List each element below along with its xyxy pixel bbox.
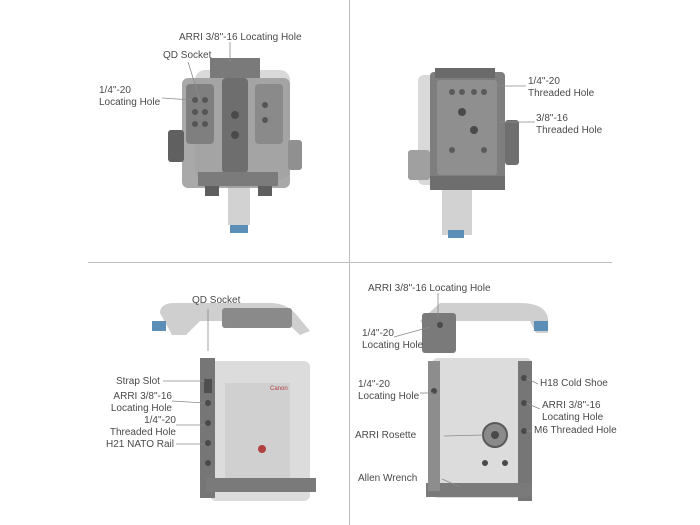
callout-m6-threaded-hole: M6 Threaded Hole [534, 425, 617, 436]
callout-threaded-hole-three-eighths: 3/8"-16 Threaded Hole [536, 113, 603, 136]
callout-locating-hole-a: 1/4"-20 Locating Hole [362, 328, 424, 351]
callout-strap-slot: Strap Slot [116, 376, 160, 387]
right-view-illustration [393, 293, 548, 501]
callout-qd-socket: QD Socket [192, 295, 241, 306]
callout-locating-hole-b: 1/4"-20 Locating Hole [358, 379, 420, 402]
top-view-illustration [161, 42, 302, 233]
callout-qd-socket: QD Socket [163, 50, 212, 61]
callout-allen-wrench: Allen Wrench [358, 473, 418, 484]
left-view-panel: QD Socket Strap Slot ARRI 3/8"-16 Locati… [0, 263, 349, 525]
callout-arri-locating-hole-side: ARRI 3/8"-16 Locating Hole [542, 400, 604, 423]
callout-arri-locating-hole: ARRI 3/8"-16 Locating Hole [110, 391, 172, 414]
left-view-illustration [152, 303, 316, 501]
right-view-panel: ARRI 3/8"-16 Locating Hole 1/4"-20 Locat… [350, 263, 700, 525]
camera-brand-label: Canon [270, 386, 288, 392]
callout-threaded-hole: 1/4"-20 Threaded Hole [109, 415, 176, 438]
callout-arri-locating-hole-top: ARRI 3/8"-16 Locating Hole [368, 283, 491, 294]
callout-arri-rosette: ARRI Rosette [355, 430, 417, 441]
top-view-panel: ARRI 3/8"-16 Locating Hole QD Socket 1/4… [0, 0, 349, 262]
callout-locating-hole: 1/4"-20 Locating Hole [99, 85, 161, 108]
horizontal-divider [88, 262, 612, 263]
callout-threaded-hole-quarter: 1/4"-20 Threaded Hole [528, 76, 595, 99]
callout-cold-shoe: H18 Cold Shoe [540, 378, 608, 389]
callout-arri-locating-hole: ARRI 3/8"-16 Locating Hole [179, 32, 302, 43]
callout-nato-rail: H21 NATO Rail [106, 439, 174, 450]
bottom-view-illustration [408, 68, 535, 238]
bottom-view-panel: 1/4"-20 Threaded Hole 3/8"-16 Threaded H… [350, 0, 700, 262]
